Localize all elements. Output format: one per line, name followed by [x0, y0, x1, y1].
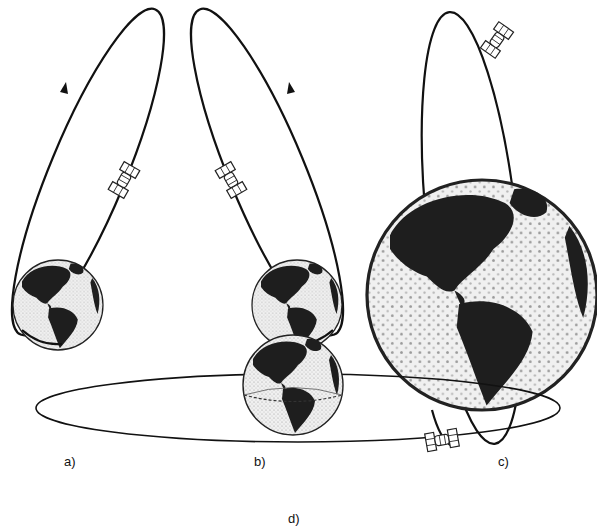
panel-label: a) [64, 455, 76, 468]
panel-label: d) [288, 512, 300, 525]
panel-label: b) [254, 455, 266, 468]
panel-label: c) [498, 455, 509, 468]
